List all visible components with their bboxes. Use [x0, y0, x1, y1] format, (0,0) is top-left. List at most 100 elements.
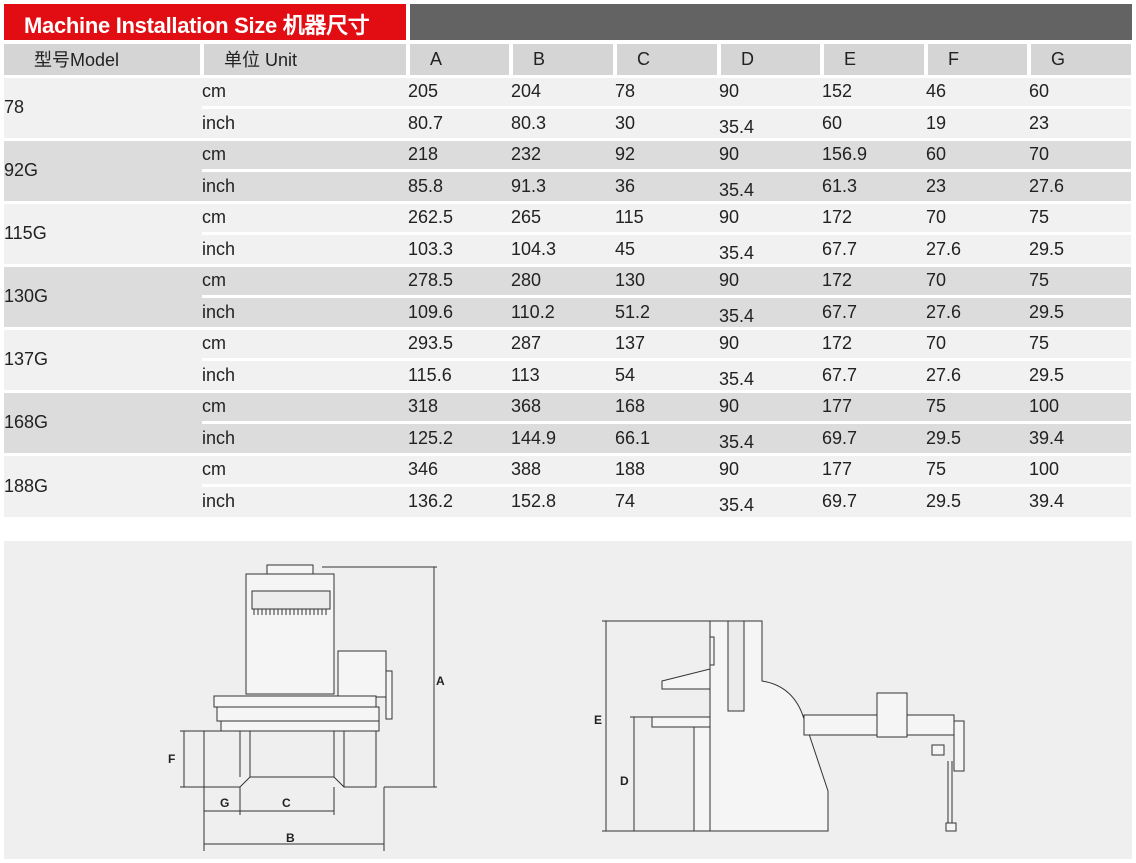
dimension-label-d: D [620, 774, 629, 788]
value-cell-c: 74 [615, 483, 719, 517]
value-cell-g: 100 [1029, 452, 1131, 485]
table-header-row: 型号Model 单位 Unit A B C D E F G [4, 44, 1131, 76]
value-cell-c: 92 [615, 137, 719, 170]
value-cell-b: 152.8 [511, 483, 615, 517]
value-cell-a: 109.6 [408, 294, 511, 328]
dimension-label-f: F [168, 752, 175, 766]
value-cell-c: 78 [615, 74, 719, 107]
value-cell-f: 19 [926, 105, 1029, 139]
value-cell-e: 67.7 [822, 294, 926, 328]
value-cell-f: 46 [926, 74, 1029, 107]
installation-diagram-panel: A B C F G E D [4, 541, 1132, 859]
value-cell-a: 80.7 [408, 105, 511, 139]
value-cell-d: 90 [719, 74, 822, 107]
model-cell: 188G [4, 452, 202, 517]
unit-cell: inch [202, 168, 408, 202]
value-cell-f: 23 [926, 168, 1029, 202]
model-cell: 78 [4, 74, 202, 139]
value-cell-g: 75 [1029, 263, 1131, 296]
value-cell-d: 35.4 [719, 294, 822, 328]
value-cell-e: 172 [822, 326, 926, 359]
value-cell-c: 51.2 [615, 294, 719, 328]
value-cell-a: 125.2 [408, 420, 511, 454]
page-header: Machine Installation Size 机器尺寸 [0, 0, 1136, 43]
value-cell-a: 115.6 [408, 357, 511, 391]
value-cell-d: 35.4 [719, 168, 822, 202]
value-cell-c: 30 [615, 105, 719, 139]
column-header-c: C [615, 44, 721, 76]
unit-cell: inch [202, 231, 408, 265]
unit-cell: cm [202, 263, 408, 296]
value-cell-e: 67.7 [822, 231, 926, 265]
value-cell-b: 265 [511, 200, 615, 233]
value-cell-c: 115 [615, 200, 719, 233]
column-header-a: A [408, 44, 513, 76]
value-cell-d: 35.4 [719, 483, 822, 517]
model-cell: 92G [4, 137, 202, 202]
value-cell-e: 172 [822, 263, 926, 296]
value-cell-d: 35.4 [719, 420, 822, 454]
value-cell-a: 346 [408, 452, 511, 485]
value-cell-g: 70 [1029, 137, 1131, 170]
value-cell-b: 91.3 [511, 168, 615, 202]
value-cell-c: 36 [615, 168, 719, 202]
value-cell-b: 113 [511, 357, 615, 391]
value-cell-f: 70 [926, 200, 1029, 233]
value-cell-c: 130 [615, 263, 719, 296]
value-cell-f: 29.5 [926, 420, 1029, 454]
value-cell-e: 61.3 [822, 168, 926, 202]
value-cell-g: 39.4 [1029, 420, 1131, 454]
value-cell-d: 90 [719, 326, 822, 359]
dimension-label-c: C [282, 796, 291, 810]
unit-cell: inch [202, 483, 408, 517]
value-cell-b: 204 [511, 74, 615, 107]
front-view-drawing [180, 564, 437, 851]
dimension-label-b: B [286, 831, 295, 845]
value-cell-g: 75 [1029, 326, 1131, 359]
value-cell-a: 85.8 [408, 168, 511, 202]
value-cell-d: 90 [719, 200, 822, 233]
value-cell-g: 60 [1029, 74, 1131, 107]
value-cell-g: 23 [1029, 105, 1131, 139]
column-header-f: F [926, 44, 1031, 76]
value-cell-a: 205 [408, 74, 511, 107]
value-cell-b: 144.9 [511, 420, 615, 454]
value-cell-a: 293.5 [408, 326, 511, 359]
column-header-g: G [1029, 44, 1131, 76]
value-cell-c: 66.1 [615, 420, 719, 454]
unit-cell: cm [202, 137, 408, 170]
value-cell-b: 287 [511, 326, 615, 359]
column-header-d: D [719, 44, 824, 76]
side-view-drawing [602, 620, 965, 832]
model-cell: 137G [4, 326, 202, 391]
model-column-header: 型号Model [4, 44, 204, 76]
unit-cell: cm [202, 452, 408, 485]
model-cell: 115G [4, 200, 202, 265]
unit-cell: inch [202, 420, 408, 454]
value-cell-b: 280 [511, 263, 615, 296]
value-cell-g: 27.6 [1029, 168, 1131, 202]
value-cell-e: 177 [822, 389, 926, 422]
value-cell-c: 188 [615, 452, 719, 485]
value-cell-e: 177 [822, 452, 926, 485]
value-cell-a: 318 [408, 389, 511, 422]
value-cell-a: 262.5 [408, 200, 511, 233]
title-banner: Machine Installation Size 机器尺寸 [4, 4, 406, 40]
value-cell-d: 90 [719, 137, 822, 170]
value-cell-g: 29.5 [1029, 231, 1131, 265]
value-cell-e: 67.7 [822, 357, 926, 391]
value-cell-e: 172 [822, 200, 926, 233]
value-cell-f: 75 [926, 452, 1029, 485]
value-cell-g: 100 [1029, 389, 1131, 422]
value-cell-a: 136.2 [408, 483, 511, 517]
value-cell-g: 75 [1029, 200, 1131, 233]
value-cell-e: 69.7 [822, 420, 926, 454]
